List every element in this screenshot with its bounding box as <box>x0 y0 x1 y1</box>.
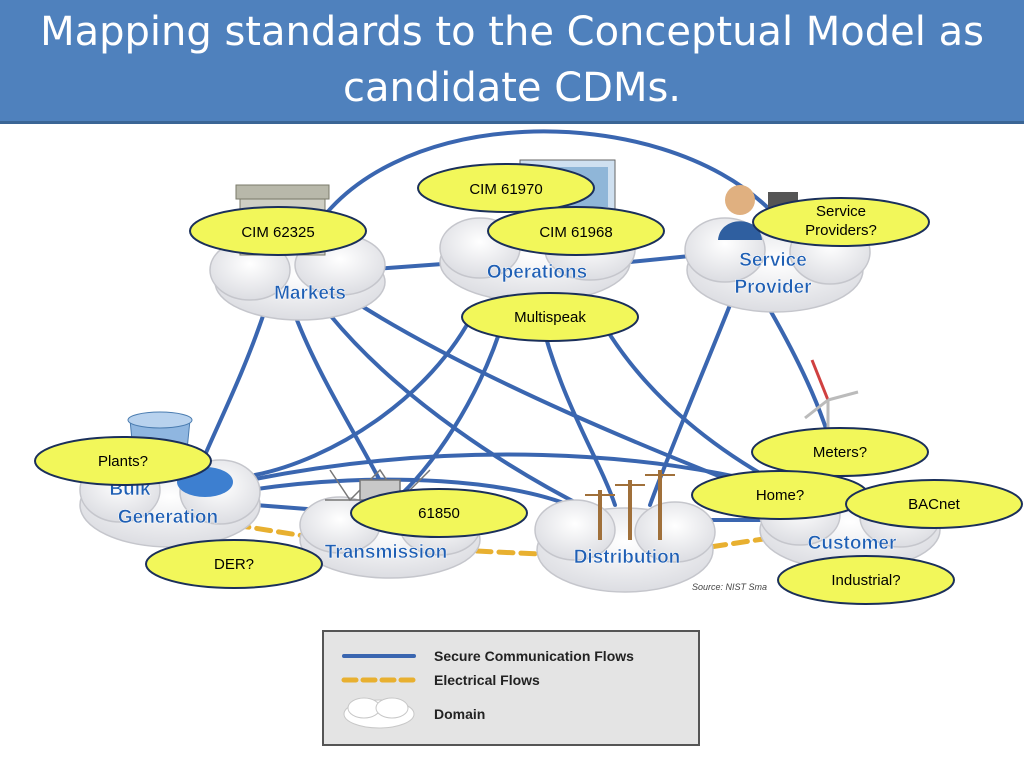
standard-bacnet: BACnet <box>908 496 961 513</box>
domain-label-bulk-generation-2: Generation <box>118 507 218 528</box>
domain-label-markets: Markets <box>274 283 346 304</box>
legend-symbols <box>341 654 419 729</box>
title-bar: Mapping standards to the Conceptual Mode… <box>0 0 1024 124</box>
legend: Secure Communication Flows Electrical Fl… <box>322 630 700 746</box>
legend-secure-label: Secure Communication Flows <box>434 648 634 664</box>
standard-service-providers-2: Providers? <box>805 222 877 239</box>
meters-ellipse <box>751 427 929 477</box>
standard-meters: Meters? <box>813 444 867 461</box>
multispeak-ellipse <box>461 292 639 342</box>
industrial-ellipse <box>777 555 955 605</box>
comm-flow-markets-service <box>303 129 772 247</box>
comm-flow-generation-distribution <box>248 477 582 512</box>
standard-der: DER? <box>214 556 254 573</box>
domain-label-customer: Customer <box>808 533 897 554</box>
domain-label-operations: Operations <box>487 262 587 283</box>
service-provider-cloud <box>684 217 871 313</box>
legend-electrical-label: Electrical Flows <box>434 672 540 688</box>
standards-ellipses <box>34 163 1023 605</box>
electrical-flow-distribution-customer <box>687 532 793 553</box>
distribution-cloud <box>534 499 716 593</box>
distribution-poles-icon <box>585 470 675 540</box>
domain-label-service-provider-2: Provider <box>734 277 812 298</box>
slide-title: Mapping standards to the Conceptual Mode… <box>40 9 984 111</box>
comm-flow-service-distribution <box>648 303 732 507</box>
cim-61968-ellipse <box>487 206 665 256</box>
comm-flow-operations-distribution <box>538 313 617 507</box>
service-providers-ellipse <box>752 197 930 247</box>
domain-label-service-provider-1: Service <box>739 250 807 271</box>
comm-flow-operations-transmission <box>393 313 507 502</box>
standard-cim-61968: CIM 61968 <box>539 224 612 241</box>
cim-62325-ellipse <box>189 206 367 256</box>
standard-plants: Plants? <box>98 453 148 470</box>
standard-home: Home? <box>756 487 804 504</box>
source-note: Source: NIST Sma <box>692 582 767 592</box>
der-ellipse <box>145 539 323 589</box>
standard-multispeak: Multispeak <box>514 309 586 326</box>
standard-industrial: Industrial? <box>831 572 900 589</box>
legend-domain-label: Domain <box>434 706 486 722</box>
domain-label-distribution: Distribution <box>574 547 681 568</box>
iec-61850-ellipse <box>350 488 528 538</box>
cim-61970-ellipse <box>417 163 595 213</box>
bacnet-ellipse <box>845 479 1023 529</box>
comm-flow-markets-transmission <box>293 313 392 502</box>
comm-flow-markets-generation <box>203 308 267 457</box>
standard-iec-61850: 61850 <box>418 505 460 522</box>
standard-cim-62325: CIM 62325 <box>241 224 314 241</box>
plants-ellipse <box>34 436 212 486</box>
standard-service-providers-1: Service <box>816 203 866 220</box>
comm-flow-markets-distribution <box>328 313 592 512</box>
standards-labels: CIM 61970 CIM 62325 CIM 61968 Service Pr… <box>98 181 961 589</box>
legend-domain-cloud <box>343 697 415 729</box>
domain-label-transmission: Transmission <box>325 542 448 563</box>
standard-cim-61970: CIM 61970 <box>469 181 542 198</box>
comm-flow-operations-generation <box>253 308 477 477</box>
